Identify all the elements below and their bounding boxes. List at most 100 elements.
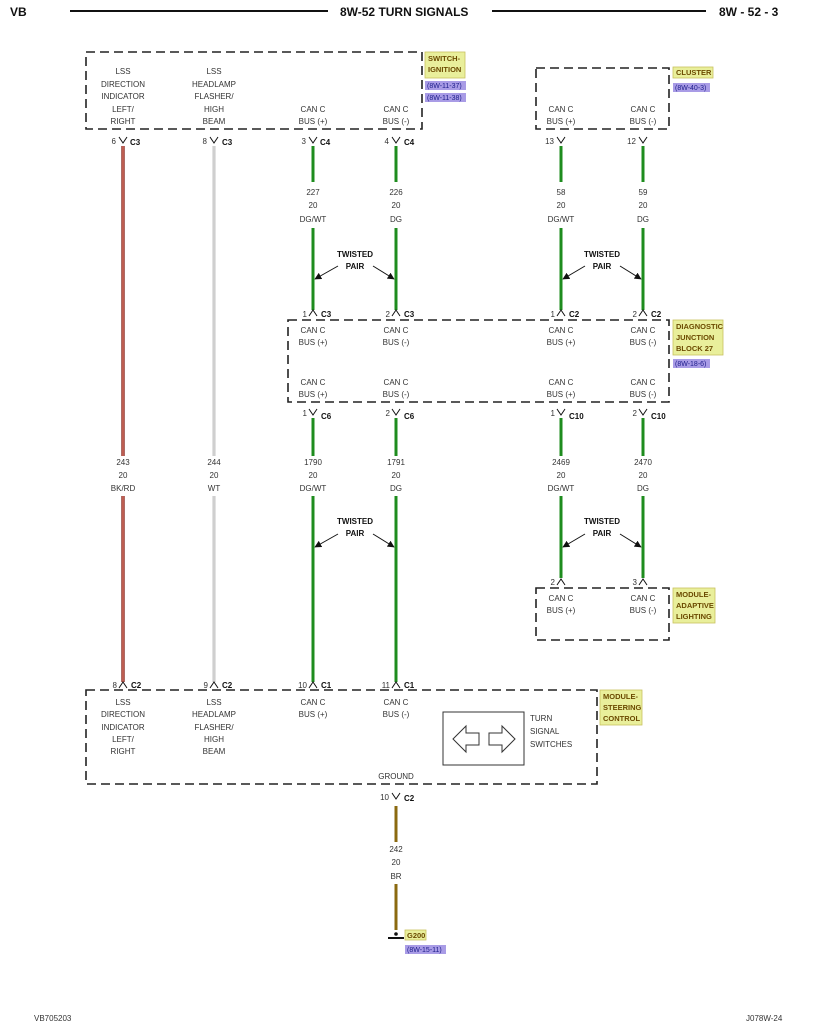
svg-text:20: 20	[210, 471, 219, 480]
connector-sc-c1-10: 10 C1	[298, 681, 332, 690]
connector-sc-c2-10: 10 C2	[380, 792, 415, 803]
arrow-left-icon	[452, 724, 480, 754]
si-pin1-l5: RIGHT	[111, 117, 136, 126]
svg-text:243: 243	[116, 458, 130, 467]
al-pin1-l2: BUS (+)	[547, 606, 576, 615]
svg-text:C2: C2	[404, 794, 415, 803]
svg-text:1: 1	[303, 409, 308, 418]
svg-text:2: 2	[551, 578, 556, 587]
svg-text:2: 2	[386, 310, 391, 319]
djb-bot4-l1: CAN C	[631, 378, 656, 387]
twisted-pair-3: TWISTED PAIR	[314, 517, 395, 548]
svg-text:TWISTED: TWISTED	[337, 517, 373, 526]
connector-al-3: 3	[633, 578, 648, 587]
svg-text:DG/WT: DG/WT	[300, 215, 327, 224]
svg-text:DG/WT: DG/WT	[548, 215, 575, 224]
djb-top4-l1: CAN C	[631, 326, 656, 335]
svg-text:DG: DG	[390, 484, 402, 493]
svg-text:1791: 1791	[387, 458, 405, 467]
svg-text:C6: C6	[404, 412, 415, 421]
turn-signal-switch-symbol: TURN SIGNAL SWITCHES	[442, 711, 572, 766]
connector-cluster-13: 13	[545, 136, 566, 146]
connector-djb-c2-2: 2 C2	[633, 309, 662, 319]
connector-djb-c10-1: 1 C10	[551, 408, 584, 421]
djb-bot2-l2: BUS (-)	[383, 390, 410, 399]
al-pin2-l1: CAN C	[631, 594, 656, 603]
si-pin4-l2: BUS (-)	[383, 117, 410, 126]
svg-text:BR: BR	[390, 872, 401, 881]
connector-cluster-12: 12	[627, 136, 648, 146]
svg-text:C2: C2	[222, 681, 233, 690]
svg-text:C3: C3	[321, 310, 332, 319]
svg-text:WT: WT	[208, 484, 221, 493]
djb-top2-l2: BUS (-)	[383, 338, 410, 347]
pin-labels: LSS DIRECTION INDICATOR LEFT/ RIGHT LSS …	[101, 67, 657, 781]
cluster-tag: CLUSTER	[676, 68, 712, 77]
svg-text:C3: C3	[130, 138, 141, 147]
svg-text:C1: C1	[321, 681, 332, 690]
svg-text:8: 8	[113, 681, 118, 690]
page-title: 8W-52 TURN SIGNALS	[340, 5, 468, 19]
sc-pin2-l3: FLASHER/	[194, 723, 234, 732]
djb-top4-l2: BUS (-)	[630, 338, 657, 347]
svg-text:2470: 2470	[634, 458, 652, 467]
connector-c4-3: 3 C4	[302, 136, 331, 147]
si-pin1-l4: LEFT/	[112, 105, 135, 114]
svg-text:C10: C10	[569, 412, 584, 421]
twisted-pair-2: TWISTED PAIR	[562, 250, 642, 280]
ground-ref: (8W-15-11)	[407, 947, 442, 954]
djb-top2-l1: CAN C	[384, 326, 409, 335]
twisted-pair-notes: TWISTED PAIR TWISTED PAIR TWISTED PAIR T…	[314, 250, 642, 548]
svg-text:C6: C6	[321, 412, 332, 421]
cl-pin1-l1: CAN C	[549, 105, 574, 114]
cluster-box	[535, 67, 670, 130]
connector-djb-c3-2: 2 C3	[386, 309, 415, 319]
header-left: VB	[10, 5, 27, 19]
si-pin2-l3: FLASHER/	[194, 92, 234, 101]
svg-text:TWISTED: TWISTED	[337, 250, 373, 259]
connector-c4-4: 4 C4	[385, 136, 415, 147]
connector-sc-c2-9: 9 C2	[204, 681, 233, 690]
svg-text:DG: DG	[637, 484, 649, 493]
svg-text:PAIR: PAIR	[346, 262, 365, 271]
si-pin2-l1: LSS	[206, 67, 221, 76]
svg-text:DG: DG	[637, 215, 649, 224]
switch-label-1: TURN	[530, 714, 552, 723]
svg-text:DG: DG	[390, 215, 402, 224]
sc-pin2-l5: BEAM	[203, 747, 226, 756]
wires	[121, 146, 645, 930]
svg-text:59: 59	[639, 188, 648, 197]
svg-text:C4: C4	[404, 138, 415, 147]
switch-ignition-ref-2: (8W-11-38)	[427, 95, 462, 102]
connector-djb-c6-2: 2 C6	[386, 408, 415, 421]
svg-text:2469: 2469	[552, 458, 570, 467]
svg-text:9: 9	[204, 681, 209, 690]
sc-pin3-l1: CAN C	[301, 698, 326, 707]
si-pin3-l1: CAN C	[301, 105, 326, 114]
svg-text:1: 1	[303, 310, 308, 319]
connector-djb-c10-2: 2 C10	[633, 408, 666, 421]
connector-djb-c2-1: 1 C2	[551, 309, 580, 319]
svg-text:20: 20	[119, 471, 128, 480]
si-pin1-l3: INDICATOR	[101, 92, 144, 101]
steering-control-tag-2: STEERING	[603, 703, 642, 712]
switch-ignition-tag-1: SWITCH-	[428, 54, 461, 63]
svg-text:20: 20	[309, 471, 318, 480]
svg-text:C2: C2	[569, 310, 580, 319]
arrow-right-icon	[488, 724, 516, 754]
adaptive-lighting-box	[535, 587, 670, 641]
djb-top1-l1: CAN C	[301, 326, 326, 335]
switch-label-3: SWITCHES	[530, 740, 572, 749]
si-pin2-l5: BEAM	[203, 117, 226, 126]
component-tags: SWITCH- IGNITION (8W-11-37) (8W-11-38) C…	[424, 51, 724, 726]
connector-djb-c3-1: 1 C3	[303, 309, 332, 319]
